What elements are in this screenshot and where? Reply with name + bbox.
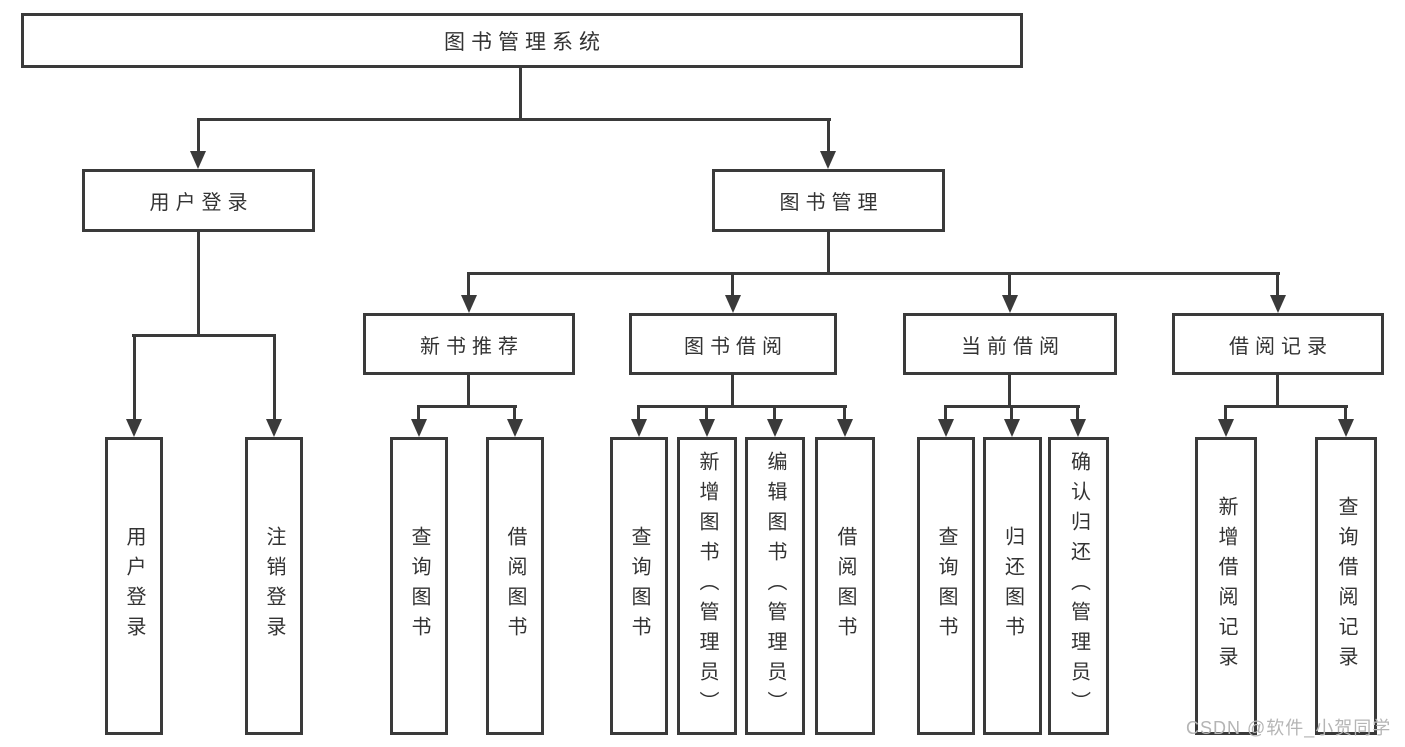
leaf-logout: 注销登录 xyxy=(245,437,303,735)
node-book-borrow: 图书借阅 xyxy=(629,313,837,375)
leaf-user-login-label: 用户登录 xyxy=(123,526,145,646)
node-borrow-records-label: 借阅记录 xyxy=(1229,335,1333,358)
arrowhead-book-borrow xyxy=(725,295,741,313)
leaf-query-books-3: 查询图书 xyxy=(917,437,975,735)
leaf-query-books-1: 查询图书 xyxy=(390,437,448,735)
node-book-mgmt-label: 图书管理 xyxy=(779,192,884,214)
leaf-logout-label: 注销登录 xyxy=(263,526,285,646)
connector-stub xyxy=(843,405,846,419)
arrowhead-leaf xyxy=(767,419,783,437)
node-current-borrow-label: 当前借阅 xyxy=(961,335,1065,358)
connector-to-book-borrow xyxy=(731,272,734,295)
leaf-query-borrow-record-label: 查询借阅记录 xyxy=(1335,496,1357,676)
node-borrow-records: 借阅记录 xyxy=(1172,313,1384,375)
leaf-borrow-books-1: 借阅图书 xyxy=(486,437,544,735)
arrowhead-borrow-records xyxy=(1270,295,1286,313)
leaf-return-books-label: 归还图书 xyxy=(1001,526,1024,646)
connector-to-current-borrow xyxy=(1008,272,1011,295)
arrowhead-new-books xyxy=(461,295,477,313)
connector-to-logout-leaf xyxy=(273,334,276,419)
arrowhead-leaf xyxy=(837,419,853,437)
leaf-query-books-3-label: 查询图书 xyxy=(935,526,957,646)
connector-to-user-login xyxy=(197,118,200,151)
connector-root-split xyxy=(197,118,831,121)
arrowhead-leaf xyxy=(507,419,523,437)
leaf-borrow-books-2: 借阅图书 xyxy=(815,437,875,735)
connector-root-drop xyxy=(519,68,522,118)
connector-book-borrow-split xyxy=(637,405,847,408)
arrowhead-leaf xyxy=(699,419,715,437)
node-new-books-label: 新书推荐 xyxy=(420,335,524,358)
connector-to-new-books xyxy=(467,272,470,295)
connector-book-mgmt-split xyxy=(467,272,1280,275)
arrowhead-leaf xyxy=(1004,419,1020,437)
connector-stub xyxy=(1076,405,1079,419)
node-book-mgmt: 图书管理 xyxy=(712,169,945,232)
leaf-borrow-books-1-label: 借阅图书 xyxy=(504,526,526,646)
node-book-borrow-label: 图书借阅 xyxy=(684,335,788,358)
arrowhead-leaf xyxy=(1338,419,1354,437)
connector-stub xyxy=(417,405,420,419)
connector-stub xyxy=(637,405,640,419)
csdn-watermark: CSDN @软件_小贺同学 xyxy=(1186,718,1392,738)
connector-to-book-mgmt xyxy=(827,118,830,151)
connector-book-borrow-drop xyxy=(731,375,734,405)
node-user-login: 用户登录 xyxy=(82,169,315,232)
node-current-borrow: 当前借阅 xyxy=(903,313,1117,375)
leaf-query-books-2: 查询图书 xyxy=(610,437,668,735)
arrowhead-current-borrow xyxy=(1002,295,1018,313)
connector-stub xyxy=(1010,405,1013,419)
leaf-borrow-books-2-label: 借阅图书 xyxy=(834,526,856,646)
leaf-edit-books-admin-label: 编辑图书（管理员） xyxy=(764,451,786,721)
connector-new-books-split xyxy=(417,405,517,408)
node-new-books: 新书推荐 xyxy=(363,313,575,375)
connector-user-login-drop xyxy=(197,232,200,334)
leaf-query-borrow-record: 查询借阅记录 xyxy=(1315,437,1377,735)
arrowhead-leaf xyxy=(1218,419,1234,437)
leaf-add-books-admin: 新增图书（管理员） xyxy=(677,437,737,735)
arrowhead-leaf xyxy=(938,419,954,437)
node-library-system: 图书管理系统 xyxy=(21,13,1023,68)
leaf-add-borrow-record: 新增借阅记录 xyxy=(1195,437,1257,735)
connector-stub xyxy=(513,405,516,419)
leaf-confirm-return-admin: 确认归还（管理员） xyxy=(1048,437,1109,735)
arrowhead-login-leaf xyxy=(126,419,142,437)
connector-stub xyxy=(944,405,947,419)
connector-stub xyxy=(1344,405,1347,419)
connector-user-login-split xyxy=(132,334,276,337)
connector-to-login-leaf xyxy=(133,334,136,419)
connector-to-borrow-records xyxy=(1276,272,1279,295)
arrowhead-user-login xyxy=(190,151,206,169)
leaf-edit-books-admin: 编辑图书（管理员） xyxy=(745,437,805,735)
leaf-add-borrow-record-label: 新增借阅记录 xyxy=(1215,496,1237,676)
connector-new-books-drop xyxy=(467,375,470,405)
connector-stub xyxy=(773,405,776,419)
connector-book-mgmt-drop xyxy=(827,232,830,272)
leaf-confirm-return-admin-label: 确认归还（管理员） xyxy=(1067,451,1090,721)
leaf-query-books-2-label: 查询图书 xyxy=(628,526,650,646)
leaf-user-login: 用户登录 xyxy=(105,437,163,735)
connector-current-borrow-drop xyxy=(1008,375,1011,405)
leaf-return-books: 归还图书 xyxy=(983,437,1042,735)
node-user-login-label: 用户登录 xyxy=(149,192,254,214)
connector-borrow-records-split xyxy=(1224,405,1348,408)
connector-borrow-records-drop xyxy=(1276,375,1279,405)
arrowhead-logout-leaf xyxy=(266,419,282,437)
connector-stub xyxy=(705,405,708,419)
leaf-query-books-1-label: 查询图书 xyxy=(408,526,430,646)
arrowhead-leaf xyxy=(1070,419,1086,437)
arrowhead-leaf xyxy=(631,419,647,437)
connector-stub xyxy=(1224,405,1227,419)
leaf-add-books-admin-label: 新增图书（管理员） xyxy=(696,451,718,721)
arrowhead-leaf xyxy=(411,419,427,437)
node-library-system-label: 图书管理系统 xyxy=(444,30,606,54)
arrowhead-book-mgmt xyxy=(820,151,836,169)
